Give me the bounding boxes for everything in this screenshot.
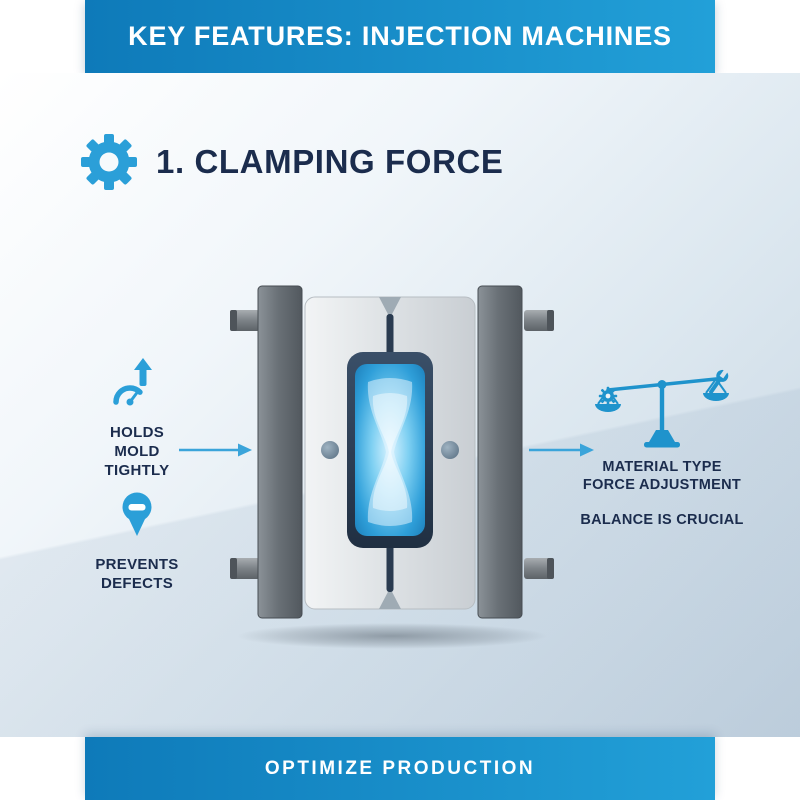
guide-pin-left	[321, 441, 339, 459]
right-label-balance: BALANCE IS CRUCIAL	[580, 512, 744, 528]
tie-bar-bolts	[230, 310, 554, 579]
gear-icon	[81, 134, 137, 190]
platen-right	[477, 285, 523, 619]
right-label-material-type: MATERIAL TYPE FORCE ADJUSTMENT	[582, 459, 742, 494]
clamping-unit-illustration	[230, 285, 554, 649]
mold-cavity	[347, 352, 433, 548]
platen-left	[257, 285, 303, 619]
balance-scale-icon	[595, 369, 729, 448]
section-title: 1. CLAMPING FORCE	[156, 143, 504, 180]
benefit-label-holds-mold: HOLDS MOLD TIGHTLY	[104, 424, 170, 479]
right-arrow-icon	[529, 443, 594, 457]
section-header: 1. CLAMPING FORCE	[80, 133, 504, 191]
footer-banner: OPTIMIZE PRODUCTION	[85, 737, 715, 800]
gauge-up-icon	[113, 358, 152, 406]
molded-part	[367, 378, 413, 526]
mini-gear-icon	[598, 386, 618, 406]
machine-shadow	[237, 623, 547, 649]
benefit-label-prevents-defects: PREVENTS DEFECTS	[95, 556, 179, 592]
pin-minus-icon	[122, 492, 152, 536]
left-arrow-icon	[179, 443, 252, 457]
header-banner: KEY FEATURES: INJECTION MACHINES	[85, 0, 715, 73]
mini-wrench-icon	[709, 369, 729, 394]
footer-title: OPTIMIZE PRODUCTION	[264, 757, 536, 779]
guide-pin-right	[441, 441, 459, 459]
header-title: KEY FEATURES: INJECTION MACHINES	[128, 21, 672, 51]
